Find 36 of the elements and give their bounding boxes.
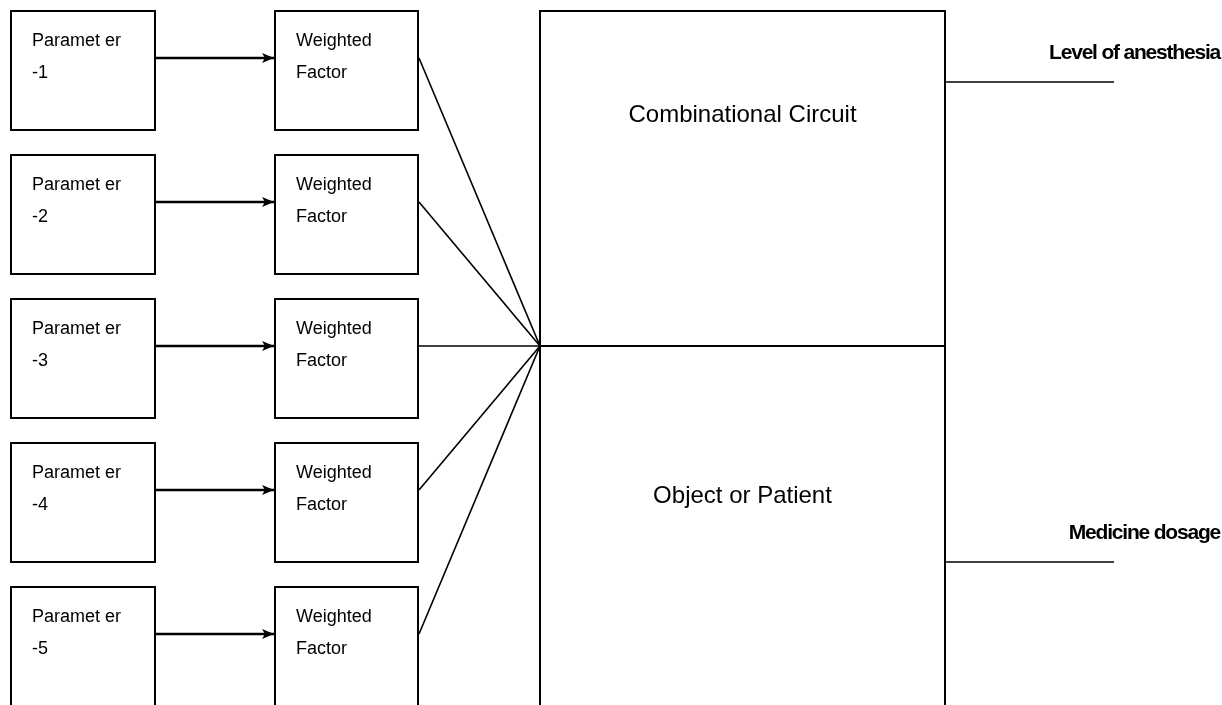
process-box: [10, 298, 156, 419]
box-label: Paramet er -2: [32, 173, 123, 228]
process-box: [10, 154, 156, 275]
block-box: [539, 10, 946, 347]
process-box: [274, 586, 419, 705]
box-label: Paramet er -1: [32, 29, 123, 84]
box-label: Weighted Factor: [296, 29, 373, 84]
process-box: [274, 442, 419, 563]
connector-line: [418, 345, 541, 491]
arrow: [156, 485, 274, 495]
process-box: [274, 10, 419, 131]
connector-line: [418, 57, 541, 347]
connector-line: [945, 81, 1115, 83]
connector-line: [418, 345, 541, 635]
box-label: Paramet er -5: [32, 605, 123, 660]
process-box: [10, 10, 156, 131]
block-label: Combinational Circuit: [628, 98, 857, 129]
connector-line: [418, 201, 541, 347]
block-box: [539, 345, 946, 705]
arrow: [156, 197, 274, 207]
connector-line: [945, 561, 1115, 563]
box-label: Weighted Factor: [296, 317, 373, 372]
box-label: Paramet er -4: [32, 461, 123, 516]
box-label: Weighted Factor: [296, 461, 373, 516]
process-box: [10, 442, 156, 563]
block-label: Object or Patient: [653, 480, 832, 510]
box-label: Paramet er -3: [32, 317, 123, 372]
box-label: Weighted Factor: [296, 605, 373, 660]
connector-line: [418, 345, 541, 347]
arrow: [156, 629, 274, 639]
process-box: [10, 586, 156, 705]
process-box: [274, 154, 419, 275]
arrow: [156, 53, 274, 63]
arrow: [156, 341, 274, 351]
process-box: [274, 298, 419, 419]
box-label: Weighted Factor: [296, 173, 373, 228]
